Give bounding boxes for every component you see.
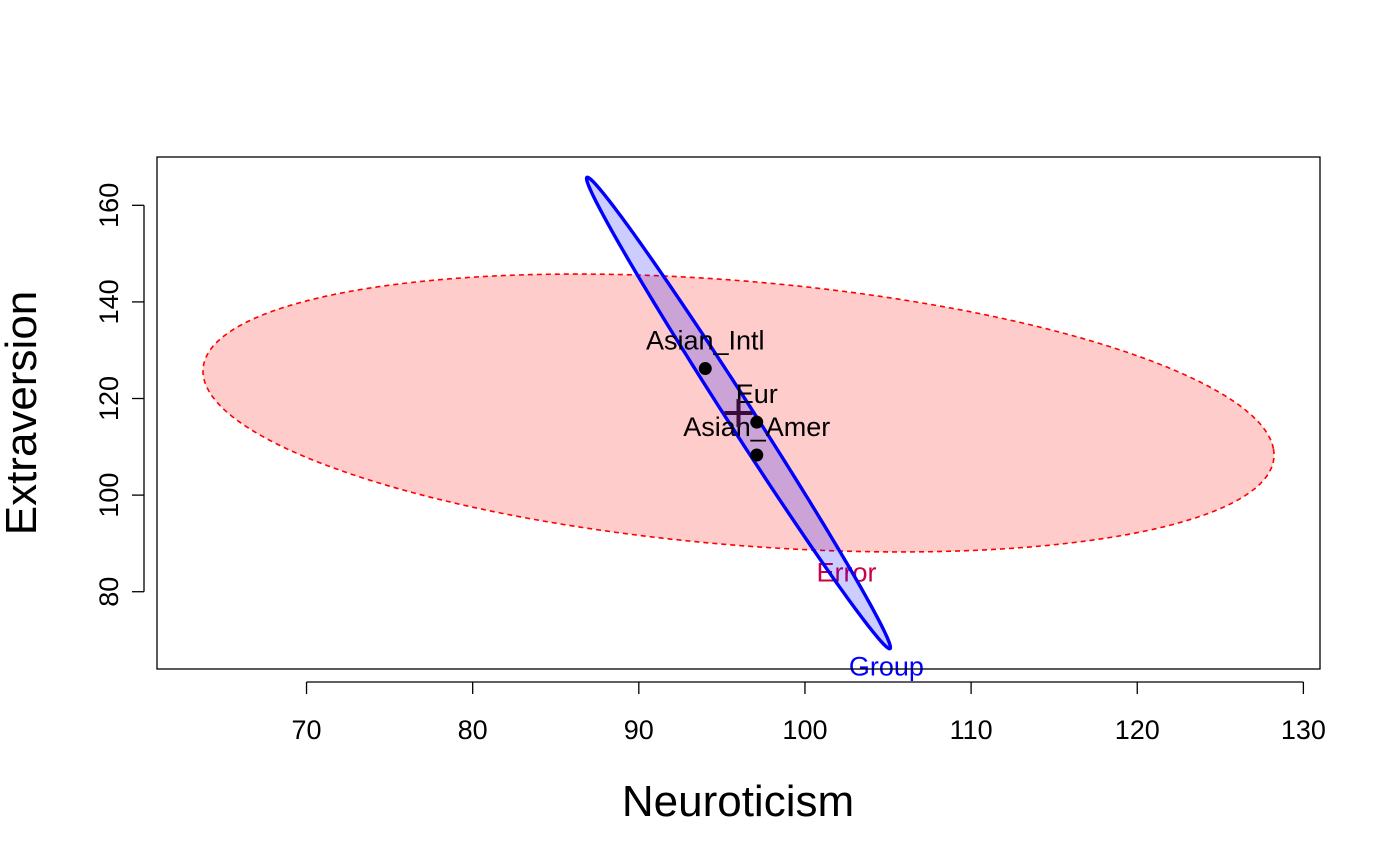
ellipse-label-group: Group bbox=[849, 652, 924, 682]
x-tick-label-0: 70 bbox=[292, 715, 322, 745]
y-tick-label-0: 80 bbox=[94, 577, 124, 607]
x-tick-label-1: 80 bbox=[458, 715, 488, 745]
point-label-2: Asian_Amer bbox=[683, 412, 830, 442]
axis-layer: 70 80 90 100 110 120 130 80 100 120 140 160 bbox=[94, 183, 1326, 745]
point-2 bbox=[750, 448, 764, 462]
point-0 bbox=[698, 362, 712, 376]
x-tick-label-3: 100 bbox=[782, 715, 827, 745]
plot-frame bbox=[156, 156, 1321, 670]
y-tick-label-2: 120 bbox=[94, 376, 124, 421]
point-label-0: Asian_Intl bbox=[646, 326, 765, 356]
x-tick-label-5: 120 bbox=[1115, 715, 1160, 745]
x-tick-label-6: 130 bbox=[1281, 715, 1326, 745]
x-tick-label-4: 110 bbox=[950, 715, 993, 745]
point-1 bbox=[750, 415, 764, 429]
x-tick-label-2: 90 bbox=[624, 715, 654, 745]
x-axis-label: Neuroticism bbox=[622, 777, 854, 826]
point-label-1: Eur bbox=[736, 379, 778, 409]
y-tick-label-3: 140 bbox=[94, 279, 124, 324]
y-axis-label: Extraversion bbox=[0, 291, 46, 536]
y-tick-label-1: 100 bbox=[94, 473, 124, 518]
y-tick-label-4: 160 bbox=[94, 183, 124, 228]
